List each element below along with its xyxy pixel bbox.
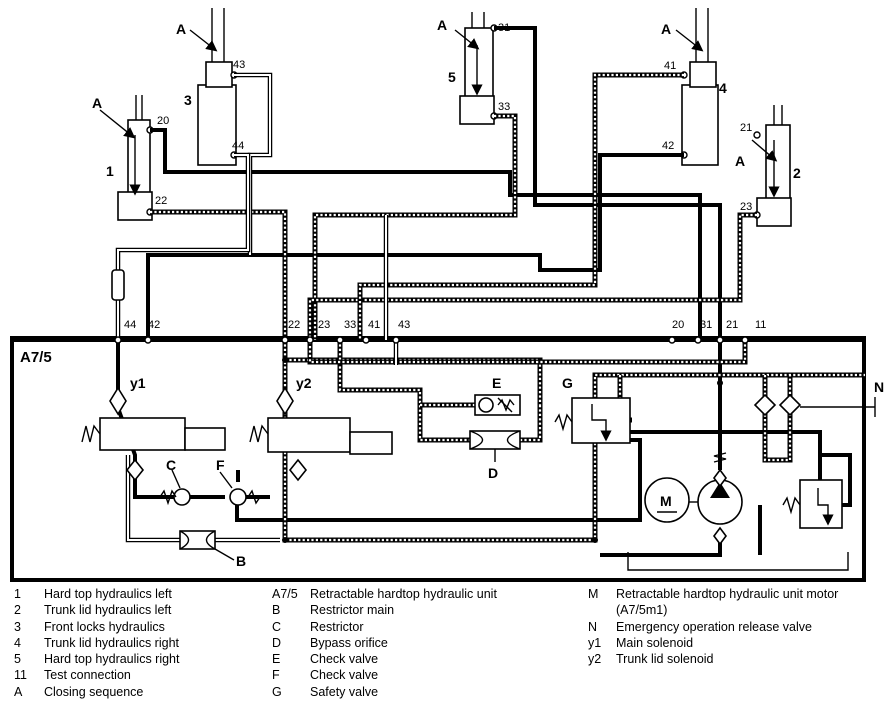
f-label: F — [216, 457, 225, 473]
port-43-top: 43 — [233, 59, 245, 71]
junction-right — [288, 458, 308, 482]
c-label: C — [166, 457, 176, 473]
cylinder-2-number: 2 — [793, 165, 801, 181]
check-valve-e — [474, 394, 521, 416]
hydraulic-pump — [689, 452, 743, 546]
cylinder-1-number: 1 — [106, 163, 114, 179]
reservoir-outline — [627, 552, 849, 571]
port-22-top: 22 — [155, 195, 167, 207]
cylinder-5-closing-label: A — [437, 17, 447, 33]
e-label: E — [492, 375, 501, 391]
port-44-top: 44 — [232, 140, 244, 152]
port-label: 41 — [368, 319, 380, 331]
port-label: 11 — [755, 319, 766, 331]
y1-label: y1 — [130, 375, 146, 391]
junction-left — [125, 458, 145, 482]
cylinder-5 — [454, 12, 498, 125]
cylinder-3-number: 3 — [184, 92, 192, 108]
port-label: 42 — [148, 319, 160, 331]
port-42-top: 42 — [662, 140, 674, 152]
trunk-solenoid-y2 — [249, 386, 393, 455]
emergency-release-valve-n — [753, 393, 876, 417]
unit-title: A7/5 — [20, 349, 52, 366]
y2-label: y2 — [296, 375, 312, 391]
cylinder-3 — [189, 8, 238, 166]
port-label: 21 — [726, 319, 738, 331]
cylinder-5-number: 5 — [448, 69, 456, 85]
relief-valve-right — [782, 479, 843, 529]
b-label: B — [236, 553, 246, 569]
restrictor-main-b — [179, 530, 235, 561]
d-label: D — [488, 465, 498, 481]
port-label: 33 — [344, 319, 356, 331]
safety-valve-g — [554, 397, 631, 444]
port-label: 31 — [700, 319, 712, 331]
cylinder-1-closing-label: A — [92, 95, 102, 111]
port-label: 20 — [672, 319, 684, 331]
return-lines — [150, 72, 865, 543]
port-20-top: 20 — [157, 115, 169, 127]
port-41-top: 41 — [664, 60, 676, 72]
port-label: 22 — [288, 319, 300, 331]
port-label: 43 — [398, 319, 410, 331]
port-row: 44 42 22 23 33 41 43 20 31 21 11 — [114, 319, 766, 344]
restrictor-c — [159, 469, 191, 506]
legend-item: (A7/5m1) — [616, 603, 668, 618]
port-23-top: 23 — [740, 201, 752, 213]
cylinder-2-closing-label: A — [735, 153, 745, 169]
cylinder-1 — [99, 95, 154, 221]
closing-label-extra: A — [176, 21, 186, 37]
cylinder-4 — [675, 8, 719, 166]
n-label: N — [874, 379, 884, 395]
check-valve-f — [219, 471, 261, 506]
m-label: M — [660, 493, 672, 509]
port-label: 44 — [124, 319, 136, 331]
cylinder-4-number: 4 — [719, 80, 727, 96]
port-21-top: 21 — [740, 122, 752, 134]
motor-m — [644, 477, 690, 523]
front-lock-lines — [115, 72, 399, 543]
line-filter — [111, 269, 125, 301]
hydraulic-schematic: A7/5 1 A 20 22 3 A 43 44 5 A 31 — [10, 8, 884, 582]
cylinder-2 — [751, 105, 792, 227]
port-label: 23 — [318, 319, 330, 331]
port-33-top: 33 — [498, 101, 510, 113]
cylinder-4-closing-label: A — [661, 21, 671, 37]
main-solenoid-y1 — [81, 386, 226, 451]
bypass-orifice-d — [469, 430, 521, 462]
pressure-lines — [12, 26, 864, 557]
g-label: G — [562, 375, 573, 391]
